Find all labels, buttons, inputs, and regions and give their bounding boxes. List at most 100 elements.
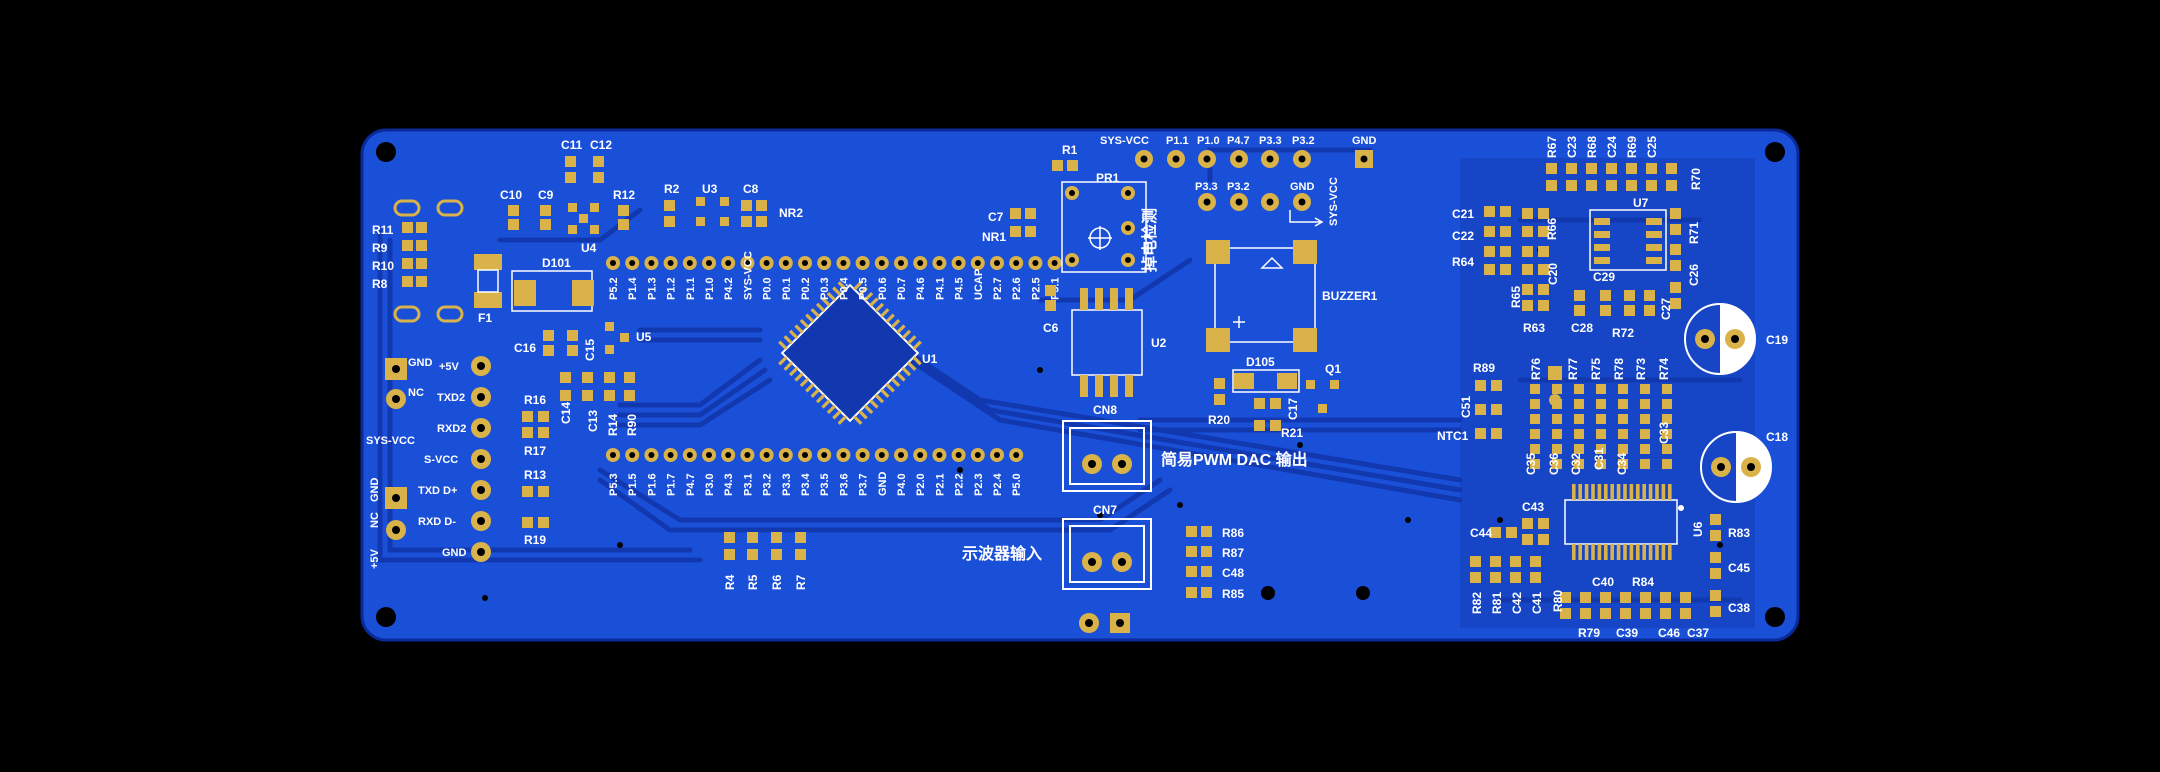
u1-pin-0-4 <box>874 302 885 313</box>
c34-label: C34 <box>1615 453 1629 475</box>
connector-cn7 <box>1062 518 1152 590</box>
header-top-hole-6 <box>725 260 732 266</box>
header-top-hole-18 <box>955 260 962 266</box>
r89-label: R89 <box>1473 361 1495 375</box>
potentiometer-pr1 <box>1061 181 1147 273</box>
analog-grid-pad-25 <box>1618 399 1628 409</box>
header-top-hole-19 <box>974 260 981 266</box>
header-bottom-hole-5 <box>706 452 712 458</box>
header-bottom-hole-0 <box>610 452 616 458</box>
left-nc-label: NC <box>369 512 381 528</box>
c20-label: C20 <box>1546 263 1560 285</box>
u4-label: U4 <box>581 241 597 255</box>
u6-pin-bottom-13 <box>1655 544 1659 560</box>
u6-pin-bottom-1 <box>1578 544 1582 560</box>
header-top-label-5: P1.0 <box>704 277 716 300</box>
r20-label: R20 <box>1208 413 1230 427</box>
header-bottom-label-3: P1.7 <box>666 473 678 496</box>
r9-label: R9 <box>372 241 388 255</box>
analog-grid-pad-16 <box>1574 444 1584 454</box>
analog-grid-pad-40 <box>1662 444 1672 454</box>
u6-pin-bottom-11 <box>1642 544 1646 560</box>
u1-pin-1-9 <box>863 404 874 415</box>
capacitor-c19 <box>1684 303 1756 375</box>
ntc-pad <box>1548 366 1562 380</box>
r75-label: R75 <box>1589 358 1603 380</box>
q1-label: Q1 <box>1325 362 1341 376</box>
analog-grid-pad-1 <box>1530 399 1540 409</box>
analog-grid-pad-41 <box>1662 459 1672 469</box>
r80-label: R80 <box>1551 590 1565 612</box>
c26-label: C26 <box>1687 264 1701 286</box>
header-top-label-12: P0.4 <box>838 276 850 300</box>
r68-label: R68 <box>1585 136 1599 158</box>
r85-r87-pads <box>1186 526 1212 598</box>
u1-pin-3-7 <box>799 318 810 329</box>
header-top-label-14: P0.6 <box>877 277 889 300</box>
header-bottom-hole-12 <box>840 452 847 458</box>
gnd-b-label: GND <box>1290 181 1315 193</box>
nr1-label: NR1 <box>982 230 1006 244</box>
u6-pin-bottom-0 <box>1572 544 1576 560</box>
header-top-hole-4 <box>686 260 693 266</box>
uart-txd2-label: TXD2 <box>437 392 465 404</box>
header-bottom-hole-18 <box>955 452 962 458</box>
c29-label: C29 <box>1593 270 1615 284</box>
r78-label: R78 <box>1612 358 1626 380</box>
nr2-label: NR2 <box>779 206 803 220</box>
u1-pin-1-3 <box>896 372 906 382</box>
analog-grid-pad-3 <box>1530 429 1540 439</box>
f1-label: F1 <box>478 311 492 325</box>
header-bottom-label-4: P4.7 <box>685 473 697 496</box>
analog-grid-pad-23 <box>1596 459 1606 469</box>
power-detect-header <box>1198 193 1324 227</box>
u1-pin-2-8 <box>821 399 831 409</box>
c40-label: C40 <box>1592 575 1614 589</box>
u1-pin-2-4 <box>799 377 810 388</box>
uart-rxd-label: RXD D- <box>418 516 456 528</box>
header-bottom-label-15: P4.0 <box>896 473 908 496</box>
header-bottom-hole-19 <box>974 452 981 458</box>
r17-label: R17 <box>524 444 546 458</box>
r8-label: R8 <box>372 277 388 291</box>
header-top-hole-23 <box>1051 260 1058 266</box>
header-top-label-22: P2.5 <box>1030 277 1042 300</box>
header-top-hole-21 <box>1013 260 1020 266</box>
uart-gnd2-label: GND <box>442 547 467 559</box>
analog-grid-pad-35 <box>1640 459 1650 469</box>
header-bottom-hole-15 <box>898 452 904 458</box>
header-top-hole-1 <box>629 260 636 266</box>
uart-txd-label: TXD D+ <box>418 485 457 497</box>
u1-pin-3-11 <box>778 340 788 350</box>
u6-pin-bottom-15 <box>1668 544 1672 560</box>
c6-label: C6 <box>1043 321 1059 335</box>
header-bottom-hole-10 <box>802 452 808 458</box>
left-5v-label: +5V <box>369 548 381 569</box>
top-sysvcc-label: SYS-VCC <box>1100 135 1149 147</box>
header-bottom-hole-17 <box>936 452 943 458</box>
header-top-hole-7 <box>744 260 751 266</box>
header-top-hole-15 <box>898 260 904 266</box>
u6-pin-top-11 <box>1642 484 1646 500</box>
pwm-dac-label: 简易PWM DAC 输出 <box>1161 450 1308 469</box>
analog-grid-pad-30 <box>1640 384 1650 394</box>
analog-grid-pad-15 <box>1574 429 1584 439</box>
analog-grid-pad-2 <box>1530 414 1540 424</box>
header-bottom-hole-8 <box>763 452 770 458</box>
u6-pin-top-8 <box>1623 484 1627 500</box>
c33-label: C33 <box>1657 422 1671 444</box>
header-top-label-4: P1.1 <box>685 277 697 300</box>
p33b-label: P3.3 <box>1195 181 1218 193</box>
header-top-hole-8 <box>763 260 770 266</box>
u1-pin-1-1 <box>907 361 917 371</box>
header-top-hole-17 <box>936 260 943 266</box>
header-bottom-label-12: P3.6 <box>838 473 850 496</box>
u1-pin-1-8 <box>869 399 879 409</box>
r73-label: R73 <box>1634 358 1648 380</box>
c6-pads <box>1045 285 1056 311</box>
header-bottom-hole-3 <box>667 452 674 458</box>
header-top-label-20: P2.7 <box>992 277 1004 300</box>
header-top-hole-11 <box>821 260 828 266</box>
header-top-label-19: UCAP <box>973 269 985 300</box>
header-top-label-3: P1.2 <box>666 277 678 300</box>
